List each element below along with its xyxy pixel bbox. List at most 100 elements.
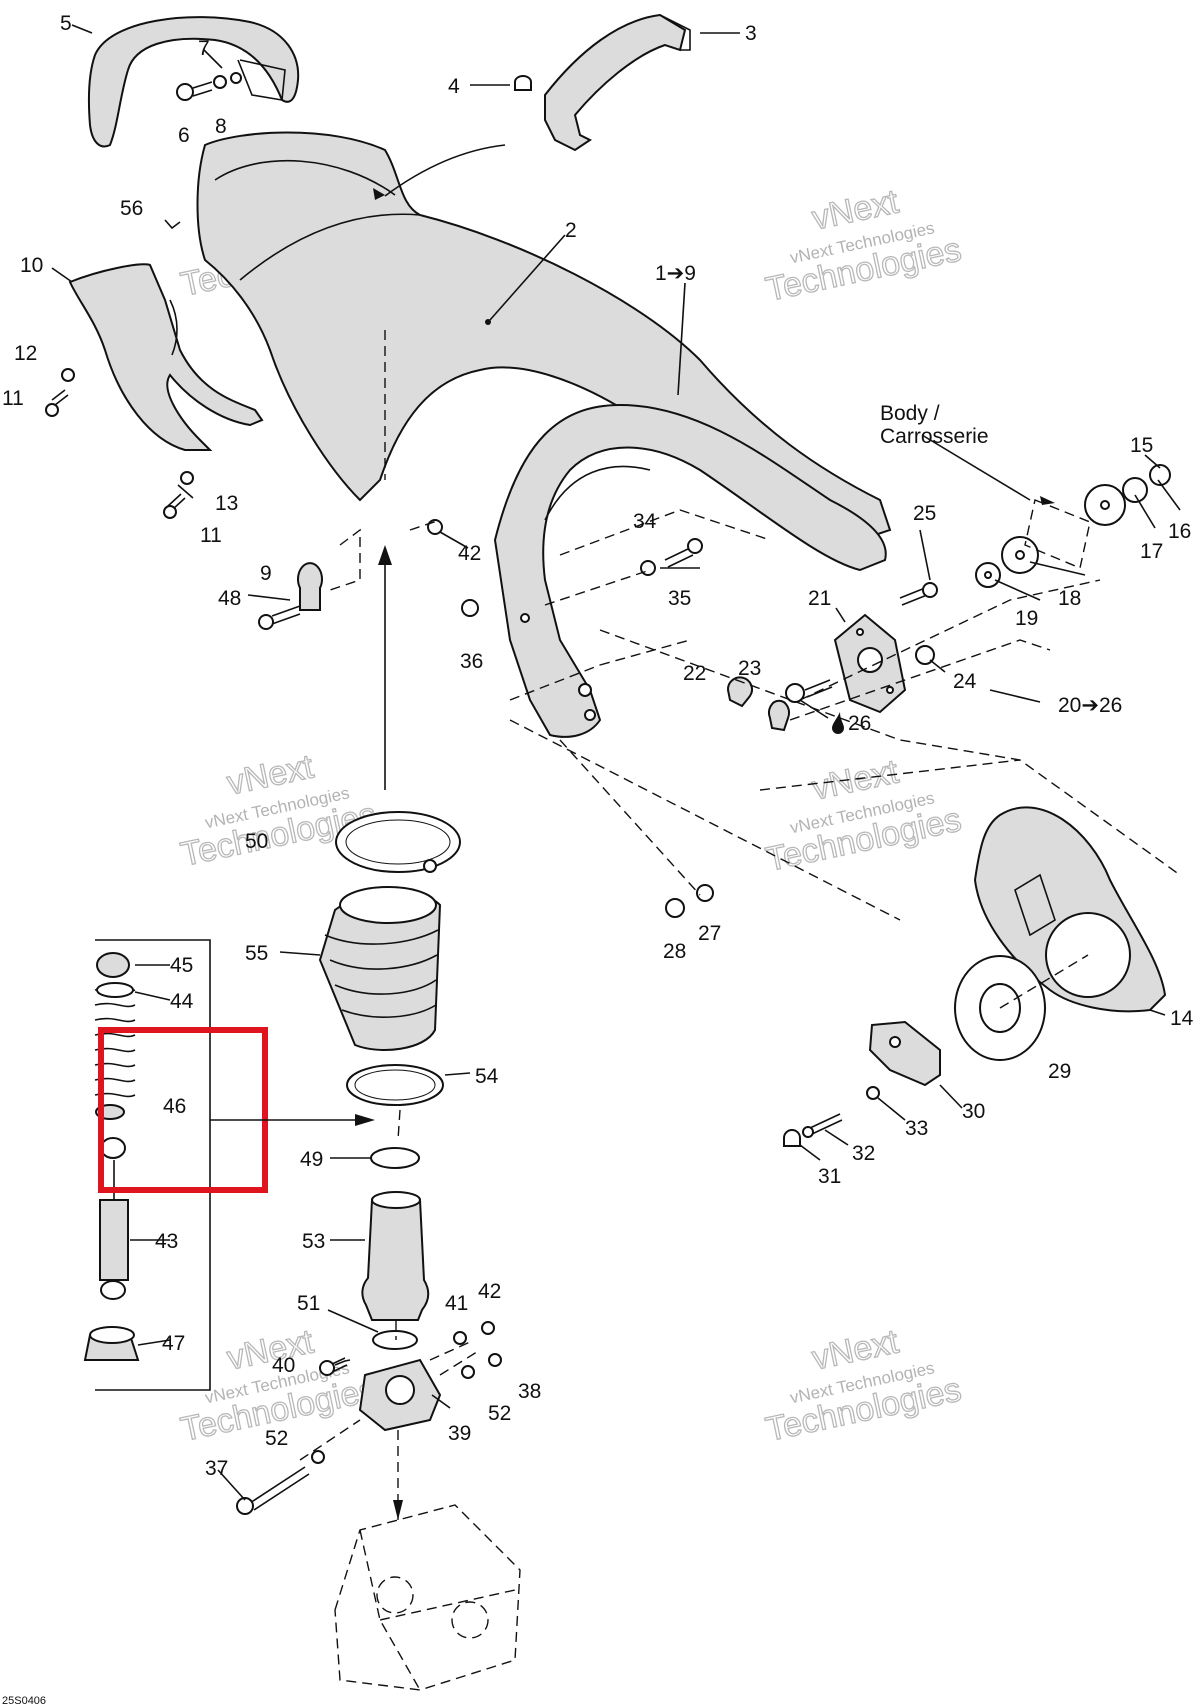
label-23: 23 [738, 657, 761, 680]
part-19-washer [975, 562, 1001, 588]
label-51: 51 [297, 1292, 320, 1315]
label-7: 7 [198, 37, 210, 60]
part-52-washer [461, 1365, 475, 1379]
part-51-clamp [372, 1330, 418, 1350]
part-15-nut [1149, 464, 1171, 486]
part-6-screw [176, 81, 213, 101]
label-32: 32 [852, 1142, 875, 1165]
label-15: 15 [1130, 434, 1153, 457]
watermark: vNext vNext Technologies Technologies [762, 752, 965, 880]
part-47-adjuster [83, 1326, 140, 1361]
label-48: 48 [218, 587, 241, 610]
label-49: 49 [300, 1148, 323, 1171]
label-33: 33 [905, 1117, 928, 1140]
label-39: 39 [448, 1422, 471, 1445]
label-45: 45 [170, 954, 193, 977]
label-38: 38 [518, 1380, 541, 1403]
watermark: vNext vNext Technologies Technologies [762, 1322, 965, 1450]
label-34: 34 [633, 510, 657, 533]
label-11a: 11 [2, 387, 24, 410]
figure-code: 25S0406 [2, 1695, 46, 1707]
part-33-washer [866, 1086, 880, 1100]
part-27-washer [696, 884, 714, 902]
part-55-boot [318, 886, 442, 1051]
part-10-trim [68, 263, 264, 451]
label-24: 24 [953, 670, 977, 693]
part-45-cap [96, 952, 130, 978]
part-13-washer [180, 471, 194, 485]
part-37-bolt [236, 1466, 310, 1515]
part-52-washer-lower [311, 1450, 325, 1464]
label-43: 43 [155, 1230, 178, 1253]
label-11b: 11 [200, 524, 222, 547]
part-34-screw [664, 538, 703, 568]
part-56-clip [164, 219, 181, 230]
part-36-washer [461, 599, 479, 617]
label-18: 18 [1058, 587, 1081, 610]
part-12-washer [61, 368, 75, 382]
label-3: 3 [745, 22, 757, 45]
label-44: 44 [170, 990, 194, 1013]
dashed-guides [299, 330, 1181, 1520]
part-31-plug [783, 1129, 801, 1147]
label-37: 37 [205, 1457, 228, 1480]
watermark: vNext vNext Technologies Technologies [762, 182, 965, 310]
label-16: 16 [1168, 520, 1191, 543]
label-5: 5 [60, 12, 72, 35]
label-21: 21 [808, 587, 831, 610]
label-52b: 52 [265, 1427, 288, 1450]
part-28-nut [665, 898, 685, 918]
part-9-grommet [297, 562, 323, 611]
label-27: 27 [698, 922, 721, 945]
part-44-spring [94, 982, 136, 1098]
part-5-cover [87, 16, 300, 148]
label-42a: 42 [458, 542, 481, 565]
part-16-washer [1122, 477, 1148, 503]
label-20-26: 20➔26 [1058, 694, 1122, 717]
part-40-screw [319, 1357, 351, 1376]
label-1-9: 1➔9 [655, 262, 696, 285]
label-42b: 42 [478, 1280, 501, 1303]
label-36: 36 [460, 650, 483, 673]
part-48-screw [258, 605, 301, 630]
label-2: 2 [565, 219, 577, 242]
part-43-shock-body [99, 1160, 129, 1300]
label-22: 22 [683, 662, 706, 685]
part-7-washer [230, 72, 242, 84]
body-note-line1: Body / [880, 402, 940, 425]
label-41: 41 [445, 1292, 468, 1315]
part-42-nut-lower [481, 1321, 495, 1335]
part-39-mount [358, 1358, 442, 1432]
label-6: 6 [178, 124, 190, 147]
part-26-clip [768, 699, 790, 732]
part-41-washer [453, 1331, 467, 1345]
label-13: 13 [215, 492, 238, 515]
drop-icon [832, 712, 844, 734]
part-21-mount-plate [833, 613, 907, 714]
label-10: 10 [20, 254, 43, 277]
part-38-nut [488, 1353, 502, 1367]
label-31: 31 [818, 1165, 841, 1188]
part-3-handle [544, 13, 691, 152]
shock-group-frame [95, 939, 211, 1391]
label-14: 14 [1170, 1007, 1194, 1030]
label-12: 12 [14, 342, 37, 365]
label-4: 4 [448, 75, 460, 98]
label-28: 28 [663, 940, 686, 963]
part-54-ring [346, 1064, 444, 1106]
body-panel [1024, 499, 1091, 569]
label-40: 40 [272, 1354, 295, 1377]
part-4-plug [514, 75, 532, 91]
part-17-washer [1084, 484, 1126, 526]
body-note-line2: Carrosserie [880, 425, 989, 448]
label-29: 29 [1048, 1060, 1071, 1083]
highlight-box [98, 1027, 268, 1193]
part-labels: 5 7 3 4 8 6 56 2 10 1➔9 12 11 Body / Car… [2, 12, 1194, 1707]
label-9: 9 [260, 562, 272, 585]
part-22-clip [726, 676, 753, 708]
label-56: 56 [120, 197, 143, 220]
part-53-sleeve [361, 1191, 430, 1321]
part-11-screw-lower [163, 493, 186, 519]
part-18-washer [1001, 536, 1039, 574]
